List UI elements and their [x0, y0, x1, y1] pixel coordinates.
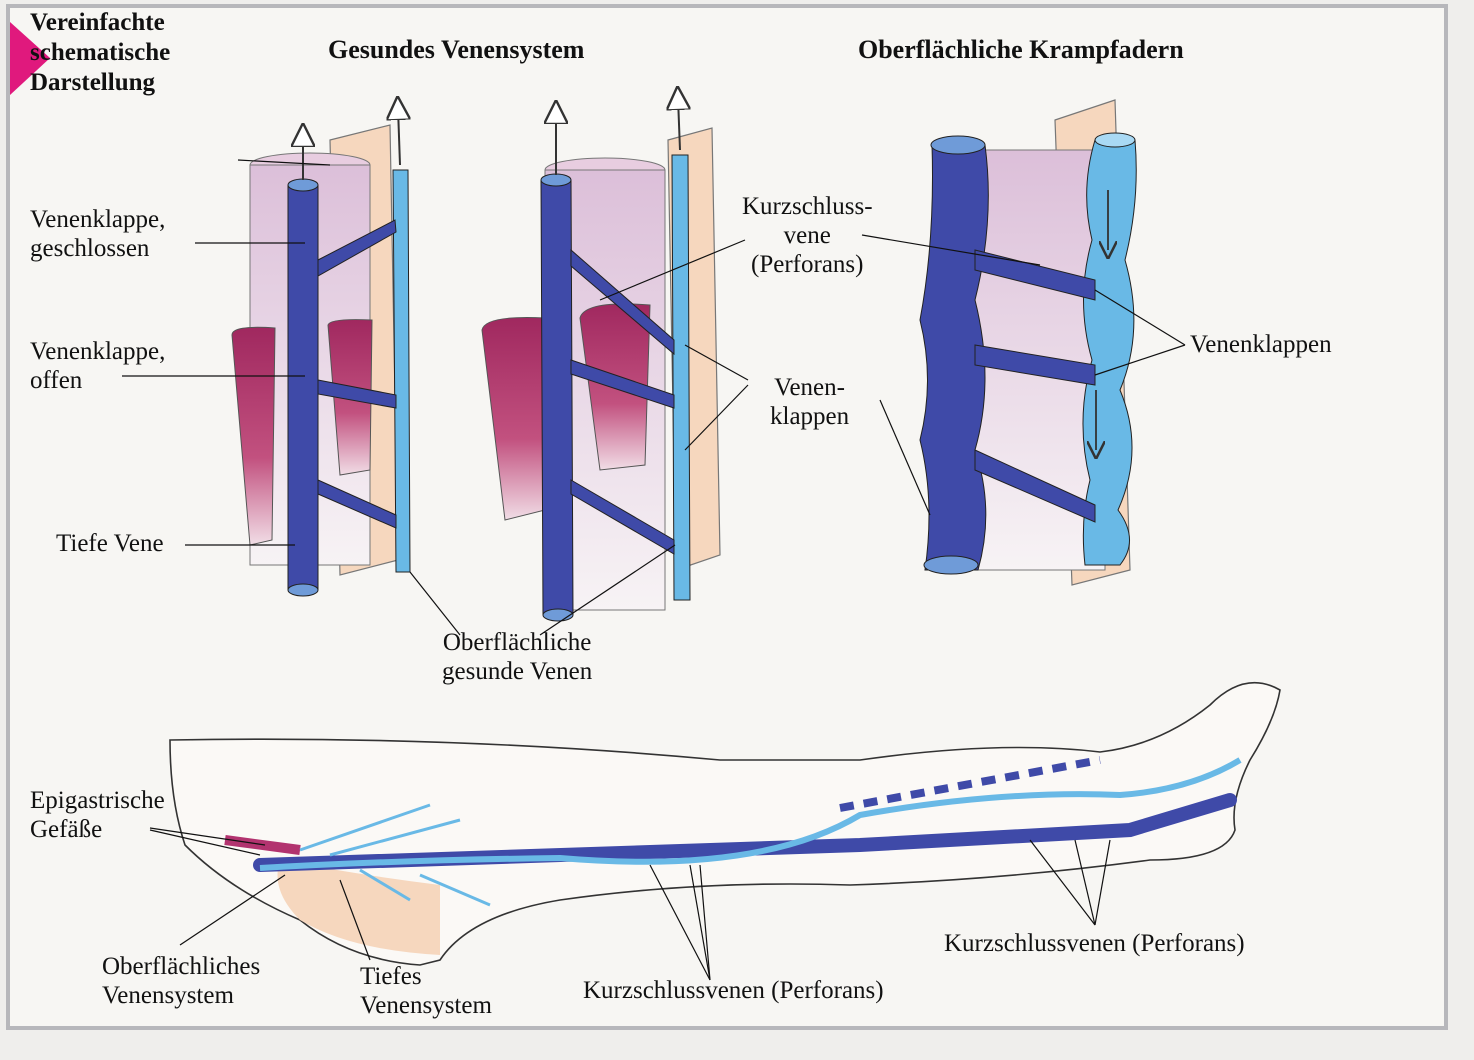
varicose-title: Oberflächliche Krampfadern: [858, 35, 1184, 64]
deep-vein-varicose: [919, 138, 989, 571]
corner-title-line: Darstellung: [30, 69, 155, 96]
label-perforators-right: Kurzschlussvenen (Perforans): [944, 930, 1245, 957]
label-valve-closed: Venenklappe, geschlossen: [30, 206, 166, 262]
corner-title-line: schematische: [30, 39, 171, 66]
corner-accent-triangle: [10, 22, 50, 95]
label-deep-vein: Tiefe Vene: [56, 530, 164, 557]
leader-lines: [122, 159, 1186, 981]
muscle-left: [231, 326, 276, 546]
label-perforator: Kurzschluss- vene (Perforans): [742, 193, 873, 278]
deep-vein: [287, 184, 319, 591]
label-valve-open: Venenklappe, offen: [30, 338, 166, 394]
corner-title: Vereinfachte schematische Darstellung: [30, 8, 170, 98]
superficial-venous-system: [259, 757, 1242, 871]
label-epigastric: Epigastrische Gefäße: [30, 787, 165, 843]
corner-title-line: Vereinfachte: [30, 9, 165, 36]
label-superficial-system: Oberflächliches Venensystem: [102, 953, 261, 1009]
leg-outline: [169, 682, 1281, 966]
label-superficial-healthy: Oberflächliche gesunde Venen: [442, 629, 593, 685]
healthy-section-2: [481, 98, 721, 622]
varicose-section: [919, 99, 1137, 586]
healthy-section-1: [231, 108, 411, 597]
label-valves-varicose: Venenklappen: [1190, 331, 1332, 358]
label-perforators-bottom: Kurzschlussvenen (Perforans): [583, 977, 884, 1004]
healthy-title: Gesundes Venensystem: [328, 35, 585, 64]
label-vein-valves: Venen- klappen: [770, 374, 850, 430]
label-deep-system: Tiefes Venensystem: [360, 963, 492, 1019]
leg-illustration: [169, 682, 1281, 966]
